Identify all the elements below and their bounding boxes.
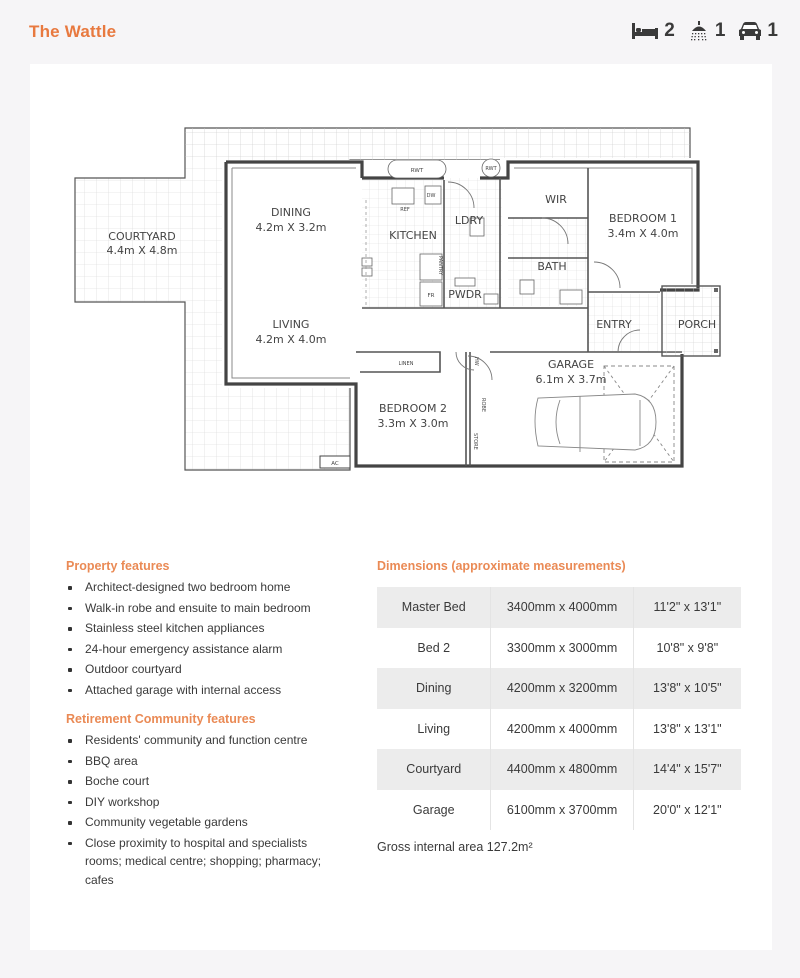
bedrooms-count: 2 (664, 20, 675, 41)
garage-car (534, 365, 675, 463)
store-label: STORE (472, 433, 478, 450)
list-item: Residents' community and function centre (66, 730, 366, 751)
table-row: Living 4200mm x 4000mm 13'8" x 13'1" (377, 708, 741, 749)
room-label-courtyard: COURTYARD (108, 230, 175, 243)
dimensions-section: Dimensions (approximate measurements) Ma… (377, 559, 742, 854)
interior-walls (356, 168, 682, 466)
list-item: BBQ area (66, 751, 366, 772)
rwt-label: RWT (411, 168, 424, 174)
shower-icon (690, 21, 707, 41)
metric-cell: 4400mm x 4800mm (490, 749, 634, 790)
list-item: Architect-designed two bedroom home (66, 577, 366, 598)
rainwater-tank (387, 159, 447, 179)
metric-cell: 4200mm x 3200mm (490, 668, 634, 709)
metric-cell: 4200mm x 4000mm (490, 708, 634, 749)
fr-label: FR (428, 293, 435, 299)
ref-label: REF (400, 207, 410, 213)
table-row: Courtyard 4400mm x 4800mm 14'4" x 15'7" (377, 749, 741, 790)
list-item: 24-hour emergency assistance alarm (66, 639, 366, 660)
linen-label: LINEN (399, 361, 414, 367)
imperial-cell: 13'8" x 13'1" (653, 721, 722, 736)
dimensions-table: Master Bed 3400mm x 4000mm 11'2" x 13'1"… (377, 587, 741, 830)
rainwater-tank-round (481, 158, 501, 178)
list-item: Walk-in robe and ensuite to main bedroom (66, 598, 366, 619)
page-title: The Wattle (29, 22, 117, 41)
table-row: Dining 4200mm x 3200mm 13'8" x 10'5" (377, 668, 741, 709)
imperial-cell: 11'2" x 13'1" (633, 587, 741, 628)
imperial-cell: 10'8" x 9'8" (656, 640, 719, 655)
metric-cell: 6100mm x 3700mm (490, 789, 634, 830)
community-features-list: Residents' community and function centre… (66, 730, 366, 889)
imperial-cell: 13'8" x 10'5" (633, 668, 741, 709)
room-size-living: 4.2m X 4.0m (256, 333, 327, 346)
room-label-bedroom1: BEDROOM 1 (609, 212, 677, 225)
property-stats: 2 1 (632, 20, 778, 42)
bathrooms-stat: 1 (689, 20, 726, 42)
metric-cell: 3300mm x 3000mm (490, 627, 634, 668)
dw-label: DW (427, 193, 436, 199)
property-features-title: Property features (66, 559, 170, 573)
list-item: Outdoor courtyard (66, 659, 366, 680)
ac-label: AC (331, 461, 339, 467)
dimensions-title: Dimensions (approximate measurements) (377, 559, 626, 573)
page-header: The Wattle 2 (0, 0, 800, 64)
room-cell: Garage (412, 802, 455, 817)
list-item: DIY workshop (66, 792, 366, 813)
room-label-garage: GARAGE (548, 358, 594, 371)
property-features-list: Architect-designed two bedroom home Walk… (66, 577, 366, 700)
robe-label: ROBE (480, 398, 486, 412)
car-icon (739, 22, 762, 40)
room-cell: Bed 2 (417, 640, 451, 655)
room-label-powder: PWDR (448, 288, 482, 301)
doors (447, 181, 641, 381)
bed-icon (632, 23, 659, 39)
room-size-dining: 4.2m X 3.2m (256, 221, 327, 234)
table-row: Bed 2 3300mm x 3000mm 10'8" x 9'8" (377, 627, 741, 668)
bedrooms-stat: 2 (632, 20, 675, 42)
carspaces-stat: 1 (739, 20, 778, 42)
imperial-cell: 14'4" x 15'7" (633, 749, 741, 790)
imperial-cell: 20'0" x 12'1" (653, 802, 722, 817)
list-item: Stainless steel kitchen appliances (66, 618, 366, 639)
features-column: Property features Architect-designed two… (66, 559, 366, 901)
pantry-label: PANTRY (437, 256, 443, 276)
community-features-title: Retirement Community features (66, 712, 256, 726)
room-label-bedroom2: BEDROOM 2 (379, 402, 447, 415)
floor-plan: RWT RWT REF DW PANTRY FR LINEN ROBE STOR… (74, 127, 721, 471)
carspaces-count: 1 (767, 20, 778, 41)
room-label-entry: ENTRY (596, 318, 632, 331)
list-item: Community vegetable gardens (66, 812, 366, 833)
room-cell: Courtyard (377, 749, 491, 790)
room-cell: Dining (377, 668, 491, 709)
room-size-garage: 6.1m X 3.7m (536, 373, 607, 386)
metric-cell: 3400mm x 4000mm (490, 587, 634, 628)
rwt-label: RWT (485, 166, 497, 172)
list-item: Boche court (66, 771, 366, 792)
room-label-wir: WIR (545, 193, 567, 206)
list-item: Attached garage with internal access (66, 680, 366, 701)
kitchen-fixtures (361, 185, 583, 307)
room-size-bedroom2: 3.3m X 3.0m (378, 417, 449, 430)
room-label-porch: PORCH (678, 318, 716, 331)
gross-internal-area: Gross internal area 127.2m² (377, 840, 533, 854)
list-item: Close proximity to hospital and speciali… (66, 834, 345, 890)
room-label-kitchen: KITCHEN (389, 229, 437, 242)
room-label-bath: BATH (537, 260, 566, 273)
bathrooms-count: 1 (714, 20, 726, 41)
room-label-dining: DINING (271, 206, 311, 219)
hw-label: HW (473, 357, 479, 366)
room-label-laundry: LDRY (455, 214, 484, 227)
table-row: Master Bed 3400mm x 4000mm 11'2" x 13'1" (377, 587, 741, 628)
room-label-living: LIVING (273, 318, 310, 331)
room-size-courtyard: 4.4m X 4.8m (107, 244, 178, 257)
room-cell: Living (417, 721, 451, 736)
room-cell: Master Bed (377, 587, 491, 628)
ac-unit (319, 455, 351, 469)
room-size-bedroom1: 3.4m X 4.0m (608, 227, 679, 240)
porch-area (661, 285, 721, 357)
table-row: Garage 6100mm x 3700mm 20'0" x 12'1" (377, 789, 741, 830)
